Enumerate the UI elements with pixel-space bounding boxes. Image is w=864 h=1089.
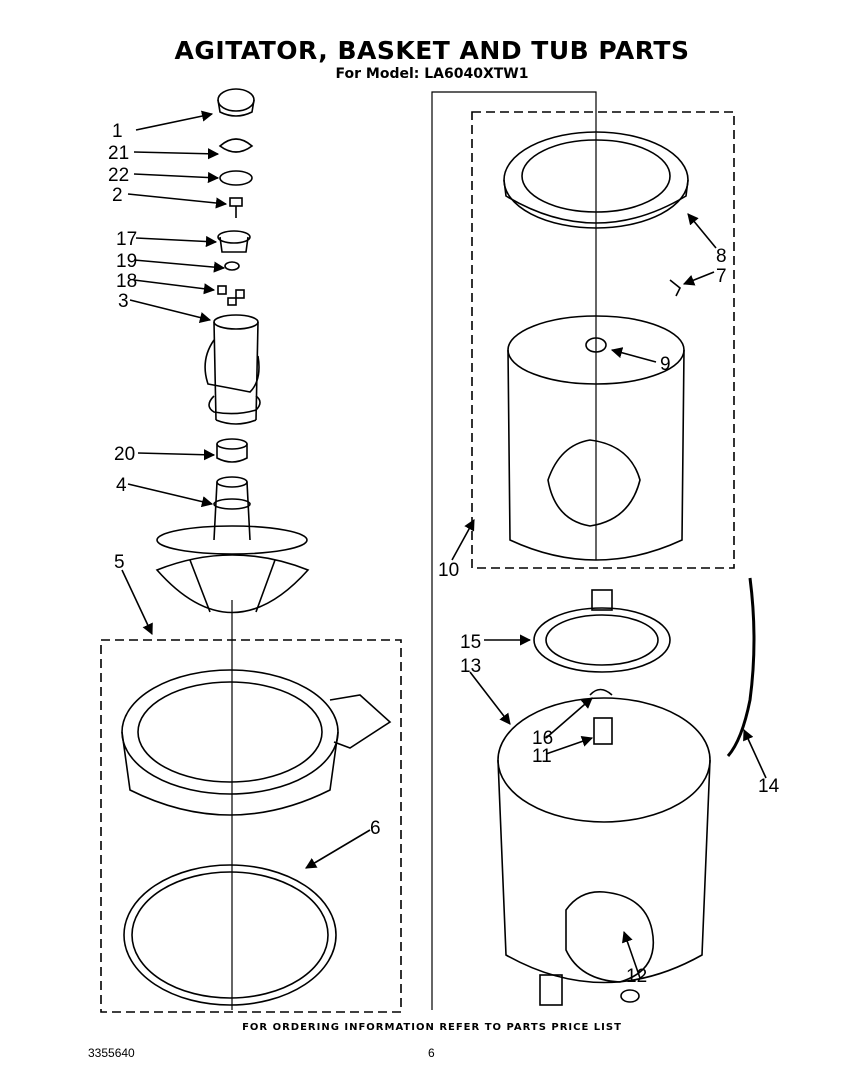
seal-kit-part bbox=[620, 989, 640, 1003]
callout-10: 10 bbox=[438, 560, 459, 581]
ordering-note: FOR ORDERING INFORMATION REFER TO PARTS … bbox=[242, 1022, 622, 1033]
callout-18: 18 bbox=[116, 271, 137, 292]
callout-7: 7 bbox=[716, 266, 727, 287]
callout-8: 8 bbox=[716, 246, 727, 267]
drive-bell-part bbox=[216, 438, 248, 463]
outer-tub-part bbox=[497, 697, 711, 1006]
callout-20: 20 bbox=[114, 444, 135, 465]
callout-6: 6 bbox=[370, 818, 381, 839]
callout-11: 11 bbox=[532, 746, 552, 767]
callout-22: 22 bbox=[108, 165, 129, 186]
washer-part bbox=[224, 261, 240, 271]
agitator-barrel-part bbox=[204, 314, 261, 425]
gasket-part bbox=[123, 864, 337, 1006]
basket-drive-part bbox=[533, 589, 671, 673]
callout-13: 13 bbox=[460, 656, 481, 677]
callout-12: 12 bbox=[626, 966, 647, 987]
dog-parts bbox=[217, 285, 245, 306]
model-subtitle: For Model: LA6040XTW1 bbox=[335, 66, 529, 82]
balance-ring-part bbox=[503, 131, 689, 229]
bolt-part bbox=[229, 197, 243, 218]
page-number: 6 bbox=[428, 1046, 435, 1060]
document-number: 3355640 bbox=[88, 1046, 135, 1060]
callout-14: 14 bbox=[758, 776, 780, 797]
callout-16: 16 bbox=[532, 728, 553, 749]
seal-ring-part bbox=[219, 170, 253, 186]
callout-4: 4 bbox=[116, 475, 127, 496]
wash-basket-part bbox=[507, 315, 685, 561]
ring-screw-part bbox=[669, 279, 682, 297]
cam-part bbox=[217, 230, 251, 253]
cap-insert-part bbox=[218, 138, 254, 153]
callout-19: 19 bbox=[116, 251, 137, 272]
agitator-cap-part bbox=[217, 88, 255, 117]
tub-ring-part bbox=[121, 669, 392, 816]
callout-21: 21 bbox=[108, 143, 129, 164]
callout-1: 1 bbox=[112, 121, 123, 142]
drive-hub-part bbox=[589, 688, 613, 745]
agitator-base-part bbox=[155, 476, 310, 614]
hose-part bbox=[726, 577, 756, 757]
callout-2: 2 bbox=[112, 185, 123, 206]
basket-group-box bbox=[471, 111, 735, 569]
callout-9: 9 bbox=[660, 354, 671, 375]
basket-nut-part bbox=[585, 337, 607, 353]
page-title: AGITATOR, BASKET AND TUB PARTS bbox=[174, 36, 690, 65]
callout-5: 5 bbox=[114, 552, 125, 573]
callout-3: 3 bbox=[118, 291, 129, 312]
callout-15: 15 bbox=[460, 632, 481, 653]
callout-17: 17 bbox=[116, 229, 137, 250]
